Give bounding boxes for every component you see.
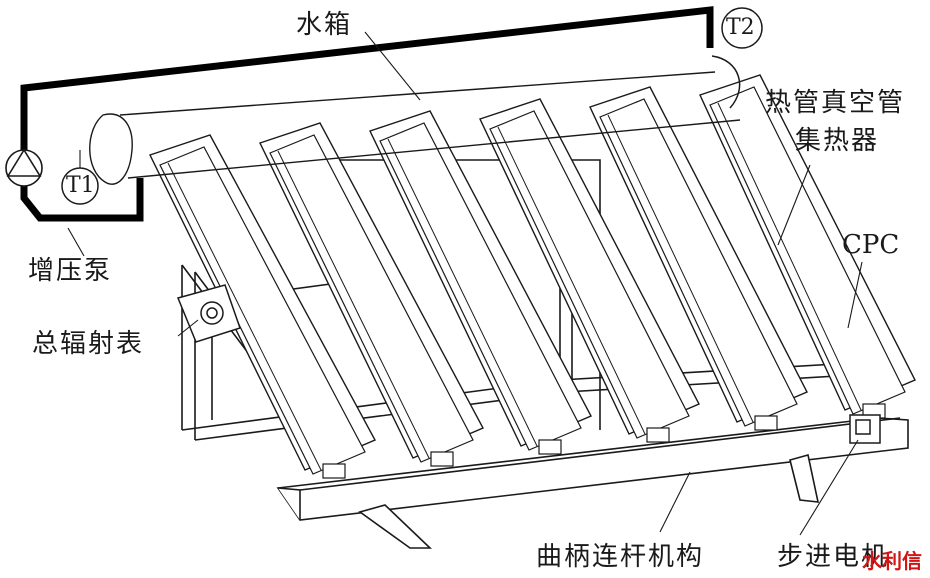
stepper-motor-icon	[849, 414, 881, 444]
booster-pump-icon	[5, 148, 43, 187]
collector-label-line2: 集热器	[795, 126, 880, 156]
collector-trough	[699, 74, 916, 419]
stepper-motor-label: 步进电机	[777, 542, 890, 572]
collector-trough	[369, 110, 592, 455]
pyranometer-icon	[176, 284, 241, 343]
t2-sensor-icon	[711, 7, 763, 109]
crank-linkage-label: 曲柄连杆机构	[536, 542, 705, 572]
cpc-label: CPC	[842, 230, 900, 260]
collector-trough	[589, 86, 808, 431]
t2-label: T2	[726, 15, 755, 40]
pyranometer-label: 总辐射表	[32, 329, 145, 359]
manifold-header	[89, 71, 741, 185]
watermark-logo: 水利信	[862, 549, 922, 573]
collector-array	[149, 74, 916, 479]
booster-pump-label: 增压泵	[28, 256, 113, 286]
collector-trough	[479, 98, 700, 443]
collector-trough	[259, 122, 484, 467]
crank-linkage-bar	[276, 417, 909, 549]
water-pipe	[20, 6, 714, 222]
leader-lines	[67, 31, 863, 536]
collector-trough	[149, 134, 376, 479]
t1-label: T1	[66, 173, 95, 198]
collector-label-line1: 热管真空管	[765, 88, 906, 118]
water-tank-label: 水箱	[296, 10, 353, 40]
